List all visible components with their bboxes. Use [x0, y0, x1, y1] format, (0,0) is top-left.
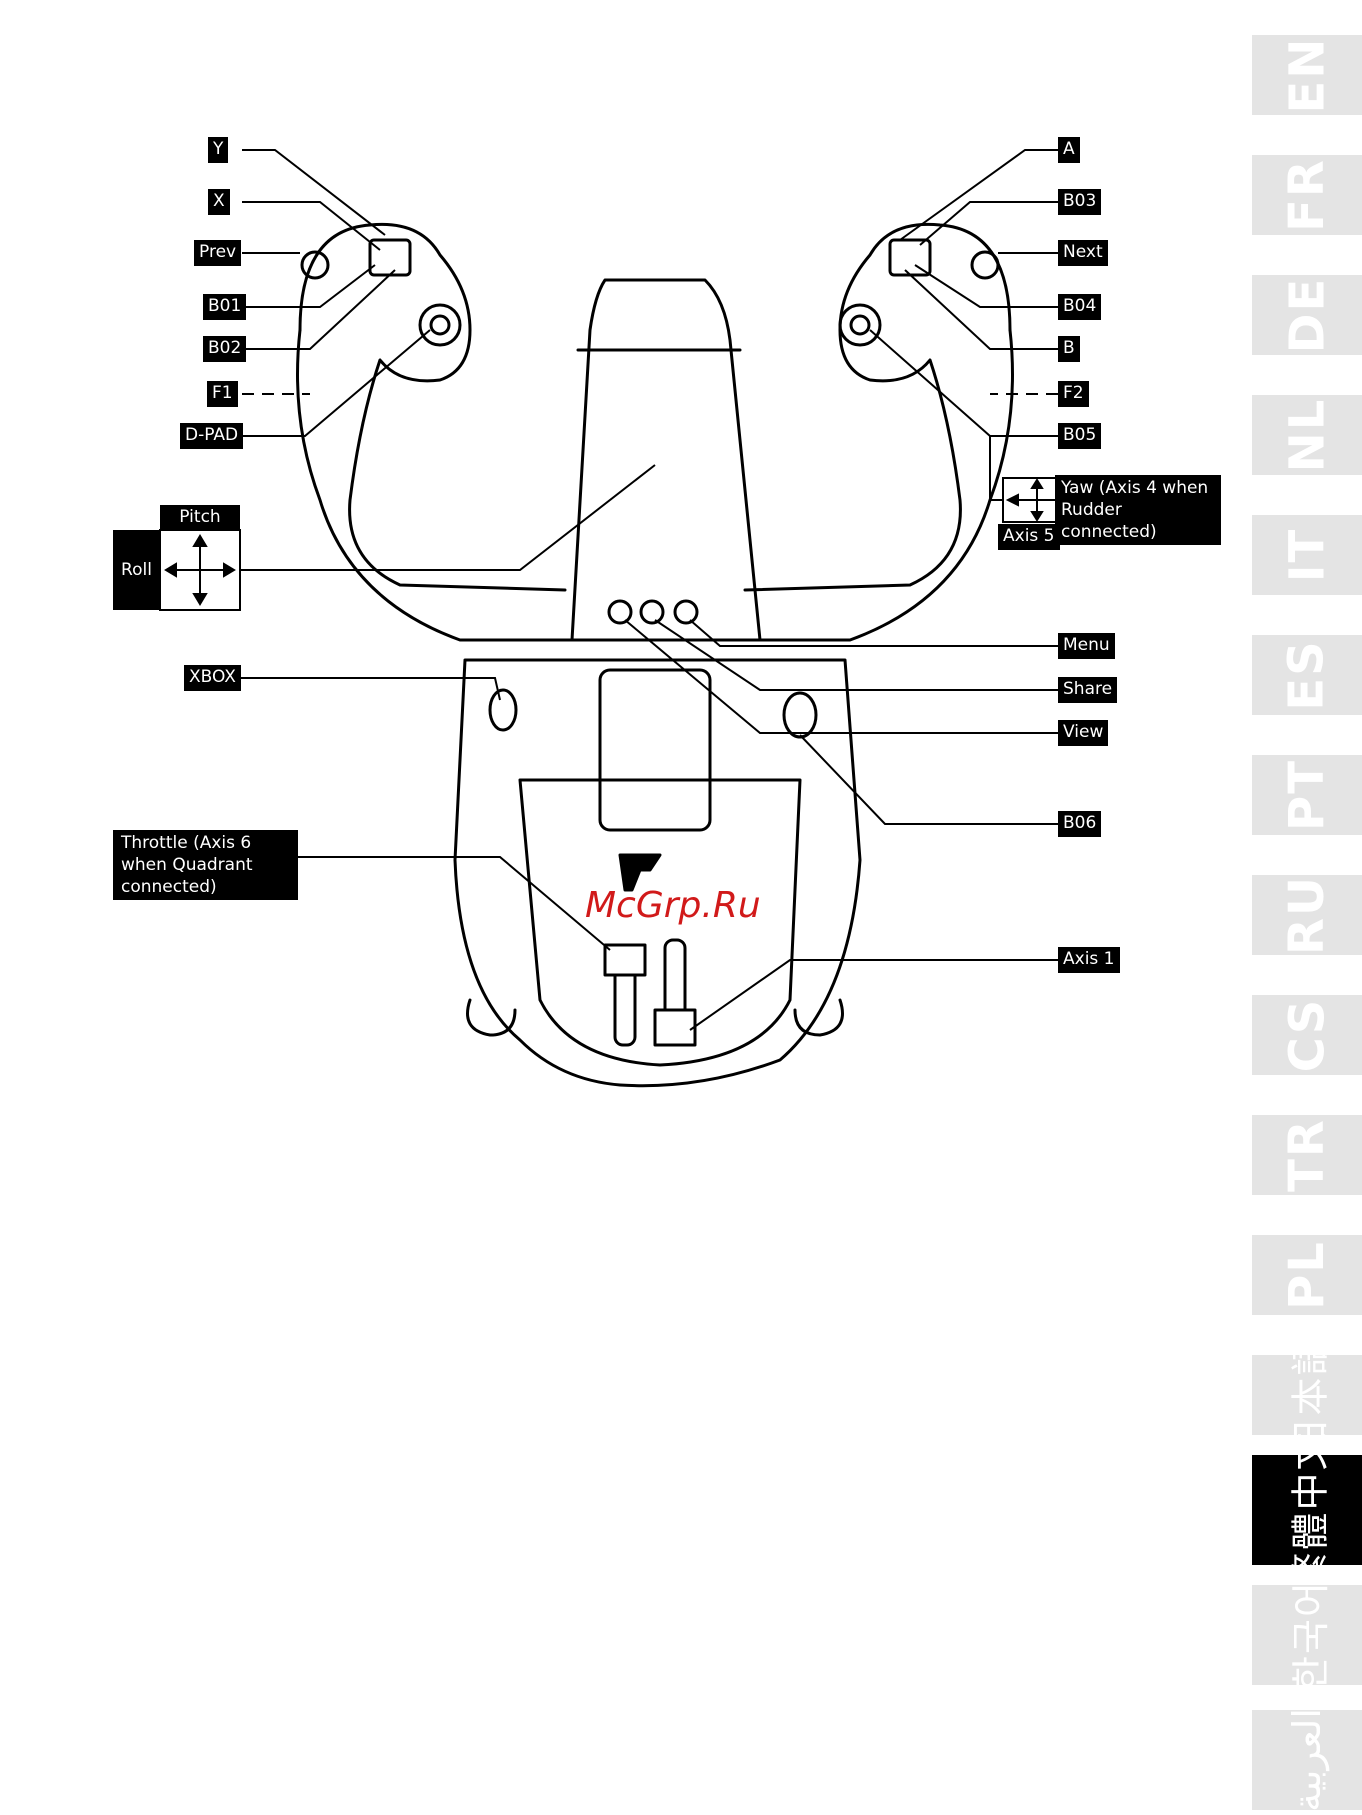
throttle-lever	[605, 945, 645, 975]
pitch-roll-box	[160, 530, 240, 610]
tab-it[interactable]: IT	[1252, 515, 1362, 595]
right-grip	[745, 224, 1010, 590]
leader-b04	[915, 265, 1058, 307]
label-b06: B06	[1058, 811, 1101, 837]
xbox-button	[490, 690, 516, 730]
dpad-hat-inner	[431, 316, 449, 334]
b05-hat-inner	[851, 316, 869, 334]
label-axis1: Axis 1	[1058, 947, 1120, 973]
tab-ko[interactable]: 한국어	[1252, 1585, 1362, 1685]
label-view: View	[1058, 720, 1108, 746]
tab-zh-tw[interactable]: 繁體中文	[1252, 1455, 1362, 1565]
tab-ru[interactable]: RU	[1252, 875, 1362, 955]
tab-fr[interactable]: FR	[1252, 155, 1362, 235]
label-menu: Menu	[1058, 633, 1115, 659]
left-grip-outer	[298, 330, 581, 640]
x-y-buttons	[370, 240, 410, 275]
leader-b05	[870, 330, 1058, 436]
yoke-drawing	[298, 224, 1013, 1085]
leader-b	[905, 270, 1058, 349]
center-column	[572, 280, 760, 640]
label-f2: F2	[1058, 381, 1089, 407]
tab-ar[interactable]: العربية	[1252, 1710, 1362, 1810]
label-prev: Prev	[194, 240, 241, 266]
label-b01: B01	[203, 294, 246, 320]
tab-tr[interactable]: TR	[1252, 1115, 1362, 1195]
leader-b02	[242, 270, 395, 349]
label-throttle: Throttle (Axis 6 when Quadrant connected…	[113, 830, 298, 900]
label-pitch: Pitch	[160, 505, 240, 531]
label-b02: B02	[203, 336, 246, 362]
base-feet-right	[795, 1000, 843, 1035]
label-b04: B04	[1058, 294, 1101, 320]
label-next: Next	[1058, 240, 1108, 266]
b05-hat	[840, 305, 880, 345]
b06-button	[784, 693, 816, 737]
label-b03: B03	[1058, 189, 1101, 215]
label-dpad: D-PAD	[180, 423, 243, 449]
label-b: B	[1058, 336, 1080, 362]
label-x: X	[208, 189, 230, 215]
leader-b06	[800, 735, 1058, 824]
leader-b03	[920, 202, 1058, 245]
leader-dpad	[242, 330, 430, 436]
label-share: Share	[1058, 677, 1117, 703]
tab-pl[interactable]: PL	[1252, 1235, 1362, 1315]
leader-a	[900, 150, 1058, 240]
label-yaw: Yaw (Axis 4 when Rudder connected)	[1055, 475, 1221, 545]
right-grip-outer	[730, 330, 1013, 640]
watermark: McGrp.Ru	[585, 885, 761, 926]
tab-en[interactable]: EN	[1252, 35, 1362, 115]
label-roll: Roll	[113, 530, 160, 610]
leader-throttle	[298, 857, 610, 950]
axis1-lever	[655, 1010, 695, 1045]
label-f1: F1	[207, 381, 238, 407]
label-y: Y	[208, 137, 228, 163]
leader-axis1	[690, 960, 1058, 1030]
tab-nl[interactable]: NL	[1252, 395, 1362, 475]
holder-slot	[600, 670, 710, 830]
label-axis5: Axis 5	[998, 524, 1060, 550]
label-b05: B05	[1058, 423, 1101, 449]
tab-es[interactable]: ES	[1252, 635, 1362, 715]
tab-cs[interactable]: CS	[1252, 995, 1362, 1075]
label-xbox: XBOX	[184, 665, 241, 691]
tab-ja[interactable]: 日本語	[1252, 1355, 1362, 1435]
tab-de[interactable]: DE	[1252, 275, 1362, 355]
next-button	[972, 252, 998, 278]
leader-y	[242, 150, 385, 235]
tab-pt[interactable]: PT	[1252, 755, 1362, 835]
dpad-hat	[420, 305, 460, 345]
label-a: A	[1058, 137, 1080, 163]
leader-xbox	[240, 678, 500, 700]
